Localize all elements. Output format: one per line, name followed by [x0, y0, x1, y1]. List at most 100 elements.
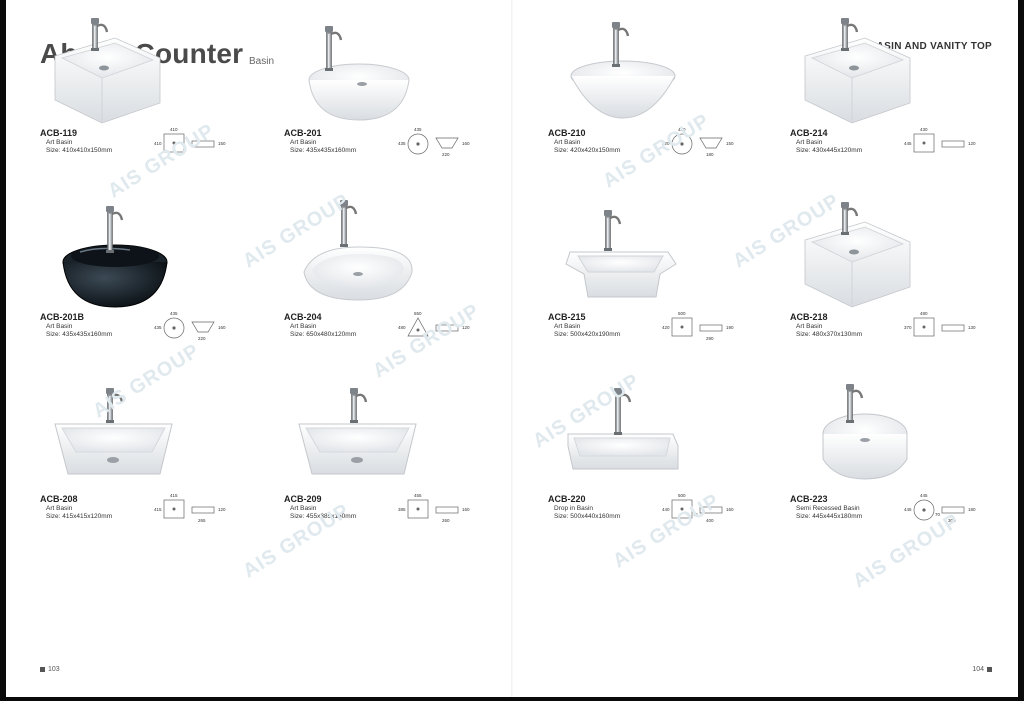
dim-height: 160	[218, 325, 226, 330]
product-size: Size: 480x370x130mm	[796, 331, 863, 338]
product-type: Art Basin	[796, 323, 823, 330]
product-code: ACB-218	[790, 312, 828, 322]
dim-base: 180	[706, 152, 714, 157]
product-card: ACB-223 Semi Recessed Basin Size: 445x44…	[790, 374, 1018, 544]
product-code: ACB-215	[548, 312, 586, 322]
product-size: Size: 445x445x180mm	[796, 513, 863, 520]
dim-depth: 420	[662, 141, 670, 146]
dim-width: 435	[414, 127, 422, 132]
basin-photo	[284, 374, 434, 494]
dim-rim: 70	[935, 512, 941, 517]
faucet-icon	[614, 388, 632, 435]
product-card: ACB-220 Drop in Basin Size: 500x440x160m…	[548, 374, 778, 544]
faucet-icon	[325, 26, 343, 71]
dim-height: 160	[462, 507, 470, 512]
page-number-text: 103	[48, 666, 60, 673]
dim-height: 150	[726, 141, 734, 146]
dim-width: 420	[678, 127, 686, 132]
product-size: Size: 420x420x150mm	[554, 147, 621, 154]
product-type: Art Basin	[554, 323, 581, 330]
product-card: ACB-215 Art Basin Size: 500x420x190mm 50…	[548, 192, 778, 362]
basin-photo	[40, 192, 190, 312]
faucet-icon	[106, 206, 124, 253]
faucet-icon	[604, 210, 622, 251]
dim-height: 190	[726, 325, 734, 330]
product-size: Size: 500x420x190mm	[554, 331, 621, 338]
dim-height: 120	[462, 325, 470, 330]
page-number-left: 103	[40, 666, 60, 673]
page-gutter	[511, 0, 513, 697]
product-card: ACB-119 Art Basin Size: 410x410x150mm 41…	[40, 8, 270, 178]
faucet-icon	[612, 22, 630, 67]
product-code: ACB-214	[790, 128, 828, 138]
dim-base: 290	[706, 336, 714, 341]
product-type: Art Basin	[290, 323, 317, 330]
product-type: Art Basin	[796, 139, 823, 146]
product-code: ACB-119	[40, 128, 78, 138]
product-card: ACB-218 Art Basin Size: 480x370x130mm 48…	[790, 192, 1018, 362]
dim-width: 435	[170, 311, 178, 316]
basin-photo	[548, 8, 698, 128]
dim-width: 650	[414, 311, 422, 316]
dim-base: 260	[442, 518, 450, 523]
product-size: Size: 500x440x160mm	[554, 513, 621, 520]
dim-height: 150	[218, 141, 226, 146]
product-size: Size: 415x415x120mm	[46, 513, 113, 520]
dim-depth: 445	[904, 507, 912, 512]
faucet-icon	[106, 388, 124, 423]
product-size: Size: 435x435x160mm	[46, 331, 113, 338]
dim-rim: 75	[693, 512, 699, 517]
basin-photo	[284, 8, 434, 128]
product-code: ACB-201B	[40, 312, 85, 322]
dim-depth: 370	[904, 325, 912, 330]
page-number-right: 104	[972, 666, 992, 673]
product-card: ACB-201 Art Basin Size: 435x435x160mm 43…	[284, 8, 514, 178]
product-card: ACB-209 Art Basin Size: 455x385x160mm 45…	[284, 374, 514, 544]
dimension-drawing: 420 420 150 180	[640, 124, 780, 164]
dim-width: 480	[920, 311, 928, 316]
product-code: ACB-223	[790, 494, 828, 504]
dimension-drawing: 410 410 150	[132, 124, 272, 164]
dim-height: 120	[218, 507, 226, 512]
product-card: ACB-201B Art Basin Size: 435x435x160mm 4…	[40, 192, 270, 362]
faucet-icon	[91, 18, 109, 51]
faucet-icon	[841, 202, 859, 235]
dim-depth: 420	[662, 325, 670, 330]
product-code: ACB-210	[548, 128, 586, 138]
basin-photo	[548, 374, 698, 494]
product-code: ACB-204	[284, 312, 322, 322]
basin-photo	[40, 374, 190, 494]
product-size: Size: 410x410x150mm	[46, 147, 113, 154]
basin-photo	[790, 374, 940, 494]
product-type: Art Basin	[46, 323, 73, 330]
product-size: Size: 430x445x120mm	[796, 147, 863, 154]
dim-width: 500	[678, 493, 686, 498]
dim-width: 410	[170, 127, 178, 132]
dim-height: 160	[726, 507, 734, 512]
product-size: Size: 650x480x120mm	[290, 331, 357, 338]
faucet-icon	[846, 384, 864, 423]
product-card: ACB-204 Art Basin Size: 650x480x120mm 65…	[284, 192, 514, 362]
basin-photo	[284, 192, 434, 312]
dim-depth: 410	[154, 141, 162, 146]
dim-depth: 445	[904, 141, 912, 146]
product-type: Semi Recessed Basin	[796, 505, 860, 512]
page-marker-icon	[40, 667, 45, 672]
product-type: Drop in Basin	[554, 505, 594, 512]
dim-base: 265	[198, 518, 206, 523]
basin-photo	[548, 192, 698, 312]
dimension-drawing: 650 480 120	[376, 308, 516, 348]
product-card: ACB-210 Art Basin Size: 420x420x150mm 42…	[548, 8, 778, 178]
dim-base: 300	[948, 518, 956, 523]
dim-depth: 480	[398, 325, 406, 330]
page-subtitle: Basin	[249, 56, 275, 67]
